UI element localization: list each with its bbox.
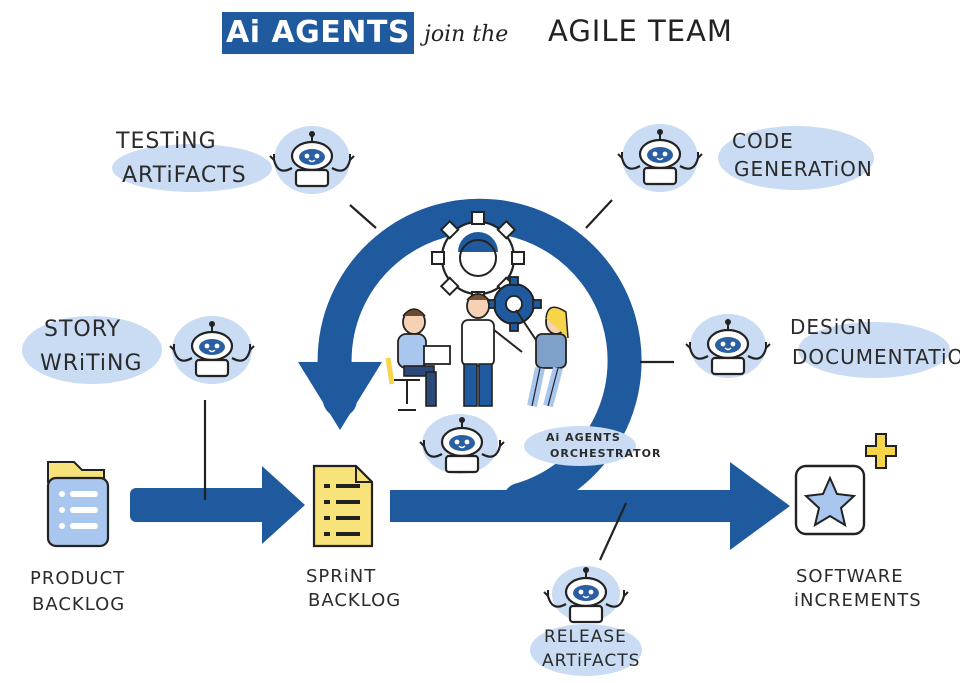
agent-story-line2: WRiTiNG (40, 351, 143, 376)
agent-story: STORY WRiTiNG (22, 316, 256, 384)
agent-testing-line2: ARTiFACTS (122, 163, 247, 188)
title-badge: Ai AGENTS (222, 12, 414, 54)
agent-story-line1: STORY (44, 317, 121, 342)
agent-code: CODE GENERATiON (616, 124, 874, 192)
agent-design: DESiGN DOCUMENTATiON (684, 314, 960, 378)
connector-code (585, 199, 613, 229)
title-team-text: AGILE TEAM (548, 14, 733, 48)
software-increments-line2: iNCREMENTS (794, 590, 922, 611)
arrow-sprint-to-increments-body (390, 490, 740, 522)
sprint-backlog-line2: BACKLOG (308, 590, 401, 611)
agent-orchestrator-line1: Ai AGENTS (546, 431, 621, 444)
connector-release (598, 502, 628, 561)
agent-orchestrator-line2: ORCHESTRATOR (550, 447, 662, 460)
agent-release: RELEASE ARTiFACTS (530, 565, 642, 676)
agent-testing: TESTiNG ARTiFACTS (112, 126, 356, 194)
agent-orchestrator: Ai AGENTS ORCHESTRATOR (418, 414, 662, 474)
agent-code-line2: GENERATiON (734, 157, 873, 181)
product-backlog-icon (46, 461, 110, 548)
agent-code-line1: CODE (732, 129, 794, 153)
agent-release-line2: ARTiFACTS (542, 651, 640, 671)
title-join-text: join the (424, 22, 509, 47)
agent-testing-line1: TESTiNG (115, 129, 217, 154)
connector-testing (349, 204, 377, 229)
team-people-illustration (385, 293, 569, 411)
product-backlog-line1: PRODUCT (30, 568, 125, 589)
software-increments-line1: SOFTWARE (796, 566, 904, 587)
software-increments-icon (794, 433, 897, 536)
arrow-product-to-sprint-body (130, 488, 270, 522)
product-backlog-line2: BACKLOG (32, 594, 125, 615)
gear-small-icon (486, 276, 542, 332)
sprint-backlog-line1: SPRiNT (306, 566, 376, 587)
agent-design-line1: DESiGN (790, 315, 873, 339)
sprint-backlog-icon (312, 464, 374, 548)
arrow-product-to-sprint-head (262, 466, 305, 544)
agent-design-line2: DOCUMENTATiON (792, 345, 960, 369)
agent-release-line1: RELEASE (544, 627, 627, 647)
cycle-arrowhead-left (298, 362, 382, 430)
arrow-sprint-to-increments-head (730, 462, 790, 550)
